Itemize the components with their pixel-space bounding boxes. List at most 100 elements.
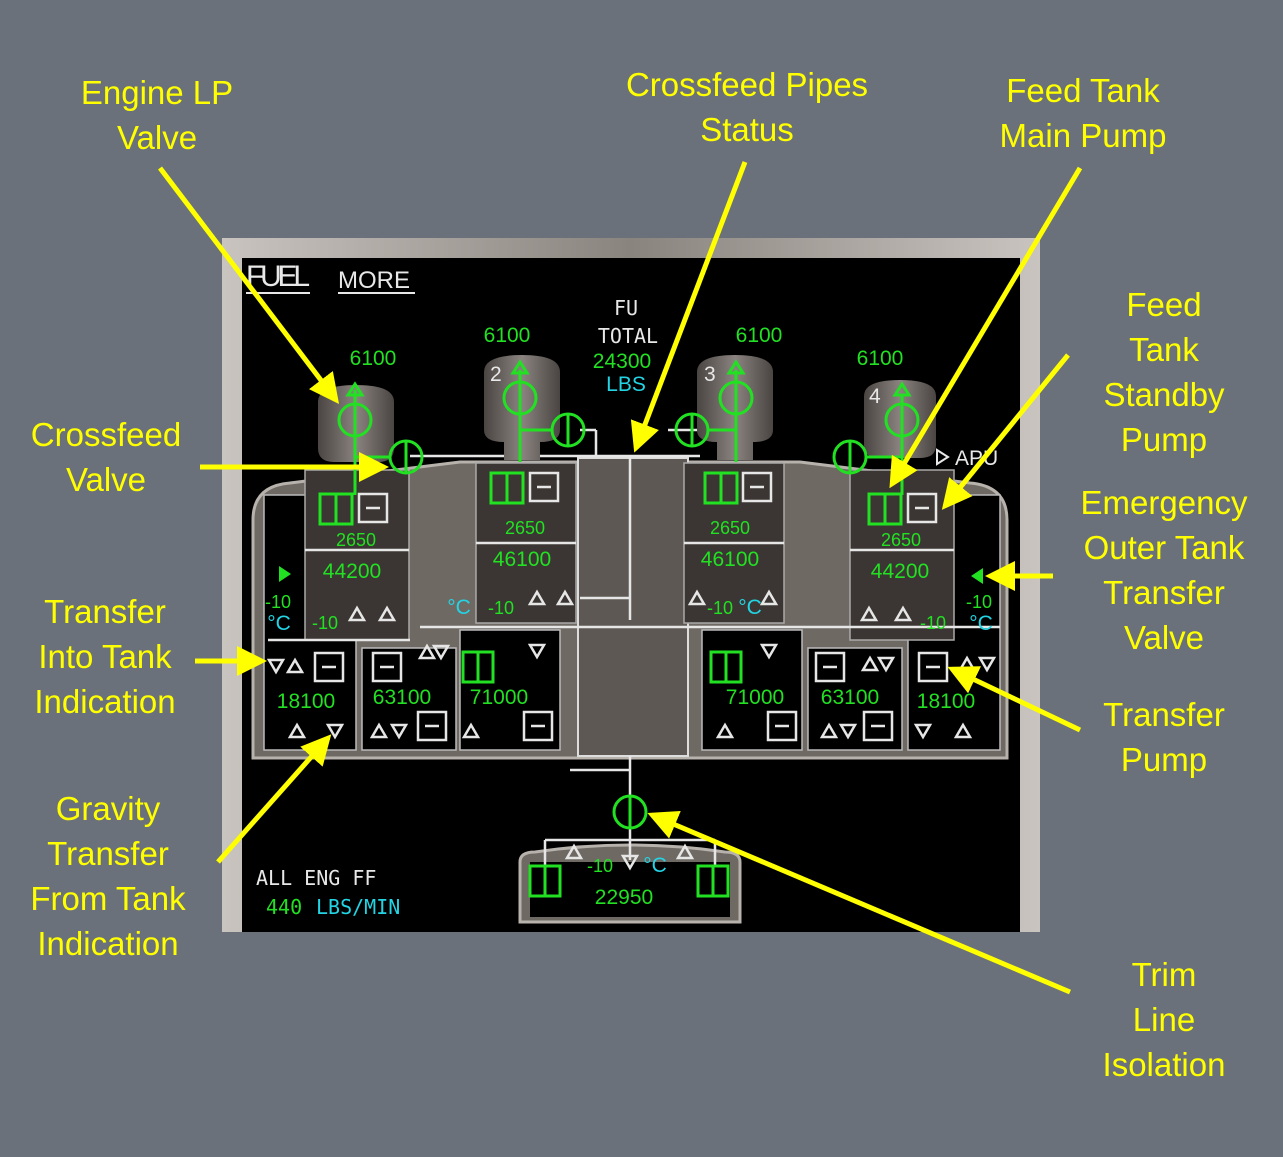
right-inner-quantity: 63100 xyxy=(821,686,879,709)
pumps[interactable] xyxy=(313,471,949,898)
lp-valve-1 xyxy=(337,402,373,438)
apu-feed-arrow-icon xyxy=(936,448,950,466)
engine-1-fuel: 6100 xyxy=(350,347,397,370)
more-link[interactable]: MORE xyxy=(338,267,410,294)
label-transfer-pump: Transfer Pump xyxy=(1103,696,1225,778)
feed-3-temp: -10 xyxy=(707,598,733,618)
feed-1-collector: 2650 xyxy=(336,530,376,550)
feed-arrow-icon xyxy=(726,359,746,375)
pump-on-icon xyxy=(528,864,562,898)
pump-off-icon xyxy=(528,471,560,503)
pump-on-icon xyxy=(461,650,495,684)
right-outer-temp: -10 xyxy=(966,592,992,612)
transfer-indications xyxy=(266,589,997,871)
annotation-arrows xyxy=(158,161,1083,995)
pump-off-icon xyxy=(906,492,938,524)
left-mid-tank xyxy=(459,629,561,751)
pump-off-icon xyxy=(371,651,403,683)
emergency-transfer-valve-right-icon xyxy=(971,568,983,584)
fu-label: FU xyxy=(614,296,638,320)
right-mid-quantity: 71000 xyxy=(726,686,784,709)
crossfeed-valves[interactable] xyxy=(388,412,868,475)
ff-value: 440 xyxy=(266,895,302,919)
feed-3-quantity: 46100 xyxy=(701,548,759,571)
pump-on-icon xyxy=(703,471,739,505)
left-outer-temp: -10 xyxy=(265,592,291,612)
left-inner-quantity: 63100 xyxy=(373,686,431,709)
pump-off-icon xyxy=(357,492,389,524)
left-inner-tank xyxy=(361,647,457,751)
engine-2-number: 2 xyxy=(490,363,502,386)
left-mid-quantity: 71000 xyxy=(470,686,528,709)
feed-tank-1 xyxy=(304,469,410,641)
arrow-gravity-transfer xyxy=(216,734,332,864)
pump-on-icon xyxy=(696,864,730,898)
pump-on-icon xyxy=(318,492,354,526)
trim-temp: -10 xyxy=(587,856,613,876)
svg-text:°C: °C xyxy=(969,612,993,635)
label-crossfeed-pipes-status: Crossfeed Pipes Status xyxy=(625,66,869,148)
feed-4-collector: 2650 xyxy=(881,530,921,550)
label-trim-line-isolation: Trim Line Isolation xyxy=(1102,956,1226,1083)
feed-tank-values: 2650 44200 -10 2650 46100 -10 2650 46100… xyxy=(265,518,992,909)
left-outer-quantity: 18100 xyxy=(277,690,335,713)
collector-dividers xyxy=(305,541,954,552)
fu-unit: LBS xyxy=(606,373,646,396)
fuel-pipes xyxy=(268,428,1000,866)
feed-2-temp: -10 xyxy=(488,598,514,618)
arrow-engine-lp-valve xyxy=(158,166,340,404)
pump-off-icon xyxy=(416,710,448,742)
pump-off-icon xyxy=(313,651,345,683)
arrow-crossfeed-pipes xyxy=(630,161,748,453)
label-feed-tank-standby-pump: Feed Tank Standby Pump xyxy=(1103,286,1225,458)
ff-label: ALL ENG FF xyxy=(256,866,376,890)
pump-off-icon xyxy=(766,710,798,742)
pump-off-icon xyxy=(862,710,894,742)
lp-valve-2 xyxy=(502,380,538,416)
emergency-transfer-valve-left-icon xyxy=(279,566,291,582)
feed-1-temp: -10 xyxy=(312,613,338,633)
pump-off-icon xyxy=(917,651,949,683)
svg-text:°C: °C xyxy=(643,854,667,877)
lp-valve-4 xyxy=(884,402,920,438)
svg-text:°C: °C xyxy=(267,612,291,635)
pump-off-icon xyxy=(814,651,846,683)
engine-lp-valves xyxy=(337,359,920,438)
right-outer-quantity: 18100 xyxy=(917,690,975,713)
feed-arrow-icon xyxy=(892,381,912,397)
feed-3-collector: 2650 xyxy=(710,518,750,538)
pump-on-icon xyxy=(489,471,525,505)
trim-line-isolation-valve[interactable] xyxy=(612,794,648,830)
label-transfer-into-tank-indication: Transfer Into Tank Indication xyxy=(34,593,176,720)
feed-arrow-icon xyxy=(345,381,365,397)
label-feed-tank-main-pump: Feed Tank Main Pump xyxy=(999,72,1167,154)
label-engine-lp-valve: Engine LP Valve xyxy=(80,74,234,156)
pump-on-icon xyxy=(867,492,903,526)
svg-text:°C: °C xyxy=(738,596,762,619)
label-crossfeed-valve: Crossfeed Valve xyxy=(30,416,182,498)
temp-units: °C °C °C °C °C xyxy=(267,596,993,877)
page-title: FUEL xyxy=(246,260,310,293)
feed-1-quantity: 44200 xyxy=(323,560,381,583)
feed-4-quantity: 44200 xyxy=(871,560,929,583)
ff-unit: LBS/MIN xyxy=(316,895,400,919)
arrow-standby-pump xyxy=(941,353,1070,510)
pump-off-icon xyxy=(522,710,554,742)
engine-2-fuel: 6100 xyxy=(484,324,531,347)
arrow-transfer-pump xyxy=(947,666,1082,733)
feed-arrow-icon xyxy=(510,359,530,375)
center-tank xyxy=(577,457,689,757)
arrow-feed-main-pump xyxy=(889,166,1083,489)
feed-2-collector: 2650 xyxy=(505,518,545,538)
engine-3-number: 3 xyxy=(704,363,716,386)
engine-3-fuel: 6100 xyxy=(736,324,783,347)
fu-total-label: TOTAL xyxy=(598,324,658,348)
label-gravity-transfer-from-tank-indication: Gravity Transfer From Tank Indication xyxy=(30,790,186,962)
trim-quantity: 22950 xyxy=(595,886,653,909)
pump-off-icon xyxy=(741,471,773,503)
pump-on-icon xyxy=(709,650,743,684)
feed-2-quantity: 46100 xyxy=(493,548,551,571)
label-emergency-outer-tank-transfer-valve: Emergency Outer Tank Transfer Valve xyxy=(1080,484,1248,656)
lp-valve-3 xyxy=(718,380,754,416)
